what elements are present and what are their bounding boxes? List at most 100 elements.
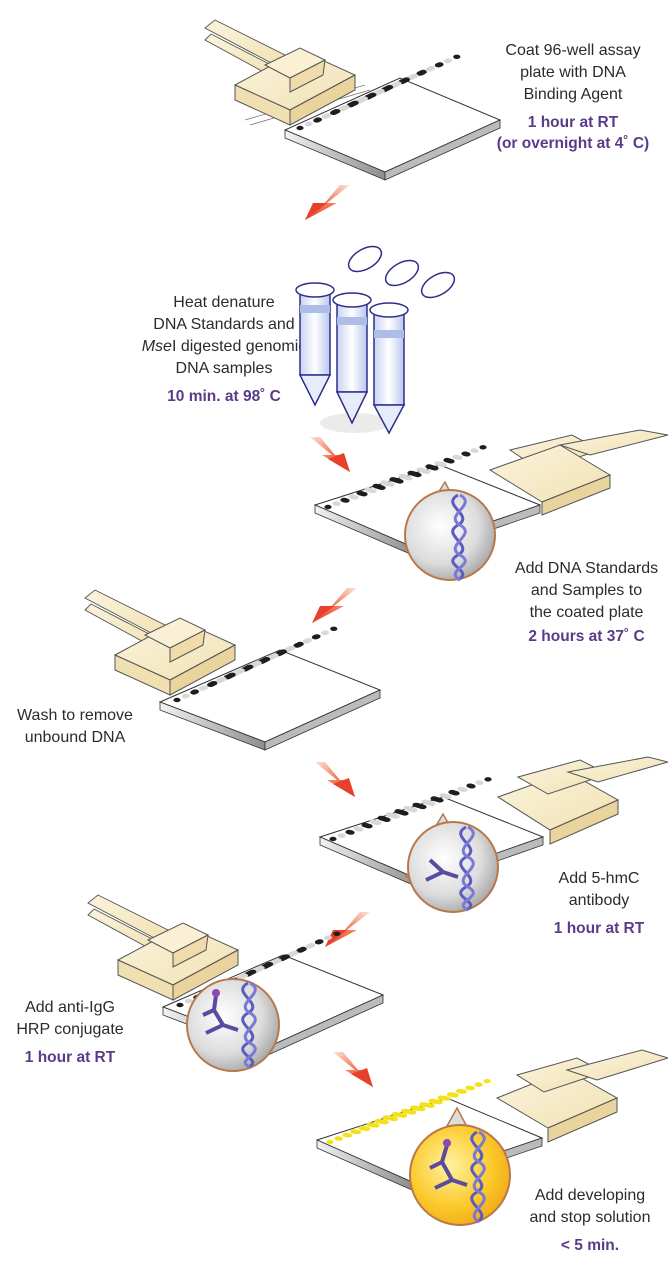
plate-well <box>446 1092 454 1097</box>
dna-helix-icon <box>459 825 473 912</box>
plate-well <box>332 501 340 506</box>
plate-well <box>398 473 406 479</box>
step-2-condition-1: 10 min. at 98˚ C <box>167 388 281 405</box>
step-5-condition: 1 hour at RT <box>530 918 668 939</box>
step-3-line-3: the coated plate <box>529 604 644 621</box>
magnifier <box>407 821 499 913</box>
plate-well <box>324 504 332 510</box>
step-1-line-3: Binding Agent <box>523 86 623 103</box>
step-1-line-2: plate with DNA <box>520 64 626 81</box>
plate-well <box>364 487 372 492</box>
dna-helix-icon <box>241 981 255 1069</box>
step-4-line-1: Wash to remove <box>17 707 133 724</box>
plate-well <box>330 626 338 631</box>
plate-well <box>191 689 199 694</box>
step-4-line-2: unbound DNA <box>24 729 126 746</box>
arrow-icon <box>312 588 357 623</box>
antibody-conjugate-icon <box>202 994 239 1035</box>
plate-well <box>377 815 385 821</box>
plate-well <box>254 660 262 666</box>
step-6-text: Add anti-IgG HRP conjugate 1 hour at RT <box>10 997 130 1068</box>
step-5-text: Add 5-hmC antibody 1 hour at RT <box>530 868 668 939</box>
plate-well <box>479 445 487 450</box>
plate-well <box>394 809 402 814</box>
plate-well <box>358 1125 366 1131</box>
tube-1 <box>295 245 383 407</box>
plate-well <box>266 962 274 967</box>
plate-well <box>452 454 460 460</box>
step-2-line-2: DNA Standards and <box>153 316 295 333</box>
plate-well <box>366 1122 374 1127</box>
plate-well <box>448 789 456 795</box>
step-2-line-3: MseI digested genomic <box>140 336 308 358</box>
plate-well <box>296 125 304 131</box>
dna-helix-icon <box>451 493 465 582</box>
step-2-line-1: Heat denature <box>173 294 275 311</box>
step-1-condition: 1 hour at RT (or overnight at 4˚ C) <box>478 112 668 154</box>
plate-well <box>389 477 397 482</box>
plate-well <box>333 931 341 936</box>
step-2-line-3-rest: I digested genomic <box>171 338 307 355</box>
plate-well <box>382 1115 390 1120</box>
step-7-line-2: and stop solution <box>529 1209 651 1226</box>
step-7-condition: < 5 min. <box>515 1235 665 1256</box>
plate-well <box>342 104 350 110</box>
plate-well <box>412 802 420 808</box>
plate-well <box>483 1079 491 1084</box>
plate-well <box>434 461 442 466</box>
plate-well <box>288 645 296 650</box>
step-1-text: Coat 96-well assay plate with DNA Bindin… <box>478 40 668 154</box>
pipette-plate-icon <box>204 19 502 181</box>
plate-well <box>271 653 279 658</box>
step-2-text: Heat denature DNA Standards and MseI dig… <box>140 292 308 407</box>
plate-well <box>403 805 411 811</box>
antibody-conjugate-icon <box>429 1144 468 1190</box>
plate-well <box>348 494 356 499</box>
plate-well <box>274 958 282 963</box>
plate-well <box>457 786 465 792</box>
plate-well <box>263 657 271 662</box>
plate-well <box>185 998 193 1003</box>
dna-helix-icon <box>470 1130 484 1224</box>
step-2-condition: 10 min. at 98˚ C <box>140 386 308 407</box>
antibody-icon <box>425 858 459 882</box>
tubes-icon <box>295 245 456 435</box>
plate-well <box>321 630 329 635</box>
plate-well <box>411 73 419 78</box>
plate-well <box>407 470 415 476</box>
arrow-icon <box>305 185 350 220</box>
plate-well <box>333 109 341 114</box>
tube-3 <box>369 271 456 435</box>
plate-well <box>377 88 385 94</box>
plate-well <box>475 780 483 785</box>
plate-well <box>444 58 452 63</box>
plate-well <box>316 939 324 944</box>
plate-well <box>210 681 218 686</box>
plate-well <box>419 69 427 75</box>
plate-well <box>369 92 377 98</box>
plate-well <box>428 1098 436 1104</box>
step-1-condition-2: (or overnight at 4˚ C) <box>496 135 650 152</box>
plate-well <box>329 836 337 842</box>
plate-well <box>313 634 321 639</box>
plate-well <box>291 950 299 955</box>
plate-well <box>240 973 248 978</box>
yellow-plate-magnifier-icon <box>315 1049 668 1226</box>
step-6-condition-1: 1 hour at RT <box>24 1049 116 1066</box>
plate-well <box>182 693 190 698</box>
plate-well <box>466 783 474 788</box>
plate-well <box>439 793 447 798</box>
enzyme-name: Mse <box>141 338 172 355</box>
plate-well <box>314 117 322 122</box>
plate-well <box>337 833 345 838</box>
plate-well <box>428 66 436 71</box>
step-3-line-2: and Samples to <box>530 582 643 599</box>
plate-well <box>279 649 287 654</box>
step-3-line-1: Add DNA Standards <box>514 560 659 577</box>
arrow-icon <box>333 1052 373 1087</box>
tube-2 <box>332 259 420 425</box>
plate-well <box>219 676 227 682</box>
step-2-line-4: DNA samples <box>175 360 273 377</box>
plate-well <box>470 448 478 453</box>
plate-well <box>430 796 438 801</box>
